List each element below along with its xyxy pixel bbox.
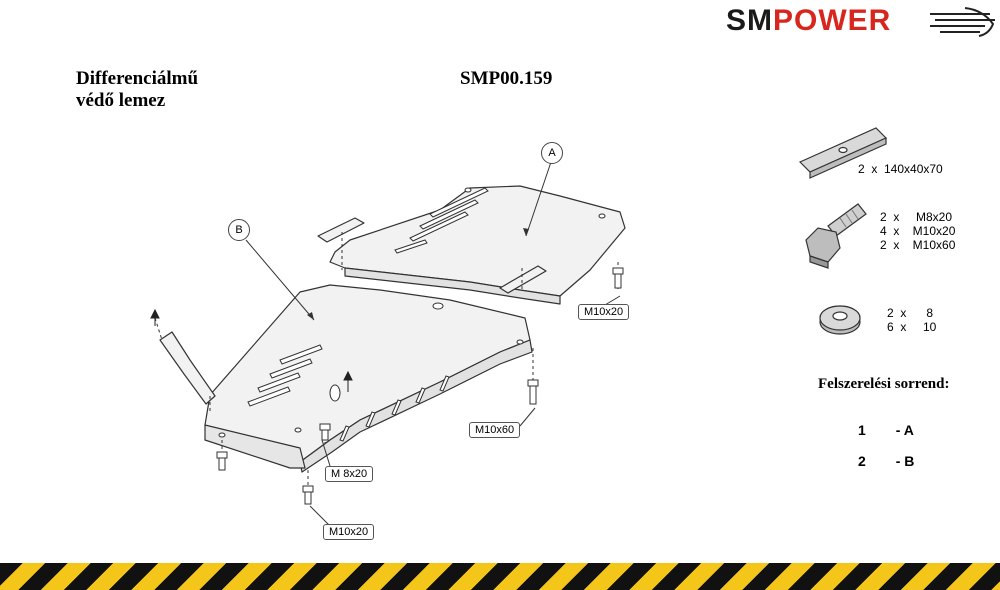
spec-washers: 2 x 8 6 x 10 [887, 306, 937, 334]
hazard-stripe-footer [0, 563, 1000, 590]
step-number: 2 [858, 453, 866, 469]
assembly-order-title: Felszerelési sorrend: [818, 376, 950, 392]
callout-m10x20-top: M10x20 [578, 304, 630, 320]
spacer-bar [317, 217, 365, 243]
step-part: - A [895, 422, 914, 438]
callout-m10x60: M10x60 [469, 422, 521, 438]
washer-icon [819, 305, 861, 335]
bracket-arm [159, 331, 216, 405]
product-name: Differenciálmű védő lemez [76, 68, 198, 112]
spec-spacer-bar: 2 x 140x40x70 [858, 162, 943, 176]
step-number: 1 [858, 422, 866, 438]
smpower-logo: SMPOWER [726, 4, 891, 38]
product-code: SMP00.159 [460, 68, 553, 89]
step-part: - B [895, 453, 915, 469]
part-label-b: B [228, 219, 250, 241]
assembly-step-1: 1 - A [858, 422, 914, 438]
assembly-step-2: 2 - B [858, 453, 914, 469]
logo-sm-text: SM [726, 4, 773, 37]
spacer-bar [499, 265, 547, 294]
spacer-bar-icon [798, 127, 888, 179]
callout-m10x20-bottom: M10x20 [323, 524, 375, 540]
product-name-line1: Differenciálmű [76, 68, 199, 89]
logo-power-text: POWER [773, 4, 892, 37]
callout-m8x20: M 8x20 [325, 466, 374, 482]
bolt-icon [805, 203, 867, 269]
spec-bolts: 2 x M8x20 4 x M10x20 2 x M10x60 [880, 210, 956, 252]
product-name-line2: védő lemez [76, 90, 166, 111]
part-label-a: A [541, 142, 563, 164]
